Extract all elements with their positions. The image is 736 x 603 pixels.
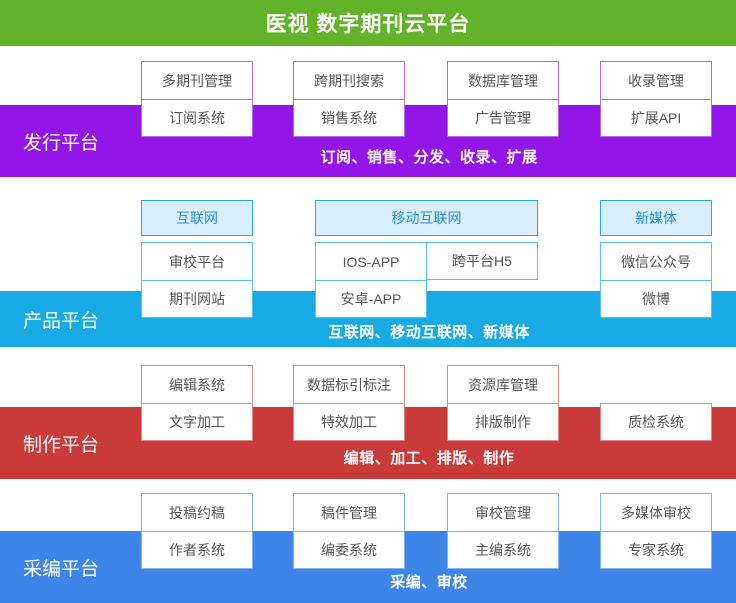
box-item[interactable]: 数据库管理 [447, 61, 559, 99]
section-distribution: 发行平台 订阅、销售、分发、收录、扩展 多期刊管理 订阅系统 跨期刊搜索 销售系… [0, 46, 736, 177]
section-label-editorial: 采编平台 [22, 558, 99, 580]
box-item[interactable]: 审校管理 [447, 493, 559, 531]
section-grid-product: 互联网 审校平台 期刊网站 移动互联网 IOS-APP 安卓-APP 跨平台H5… [0, 181, 736, 347]
section-grid-production: 编辑系统 文字加工 数据标引标注 特效加工 资源库管理 排版制作 质检系统 [0, 351, 736, 479]
box-item[interactable]: 安卓-APP [315, 280, 427, 318]
column-3-items: 跨平台H5 [427, 242, 538, 280]
box-item[interactable]: 特效加工 [293, 403, 405, 441]
box-item[interactable]: 订阅系统 [141, 99, 253, 137]
box-item[interactable]: 资源库管理 [447, 365, 559, 403]
column-1: 编辑系统 文字加工 [141, 365, 253, 441]
column-2-items: IOS-APP 安卓-APP [315, 242, 427, 318]
box-item[interactable]: 微博 [600, 280, 712, 318]
box-item[interactable]: 主编系统 [447, 531, 559, 569]
box-item[interactable]: 跨平台H5 [427, 242, 538, 280]
section-caption-distribution: 订阅、销售、分发、收录、扩展 [320, 149, 538, 166]
column-4: 收录管理 扩展API [600, 61, 712, 137]
section-divider [0, 177, 736, 181]
box-header[interactable]: 互联网 [141, 200, 253, 236]
column-2: 移动互联网 [315, 200, 538, 236]
box-item[interactable]: 审校平台 [141, 242, 253, 280]
box-item[interactable]: 跨期刊搜索 [293, 61, 405, 99]
section-caption-product: 互联网、移动互联网、新媒体 [328, 324, 530, 341]
column-3: 审校管理 主编系统 [447, 493, 559, 569]
box-item[interactable]: 作者系统 [141, 531, 253, 569]
column-2: 跨期刊搜索 销售系统 [293, 61, 405, 137]
column-1: 多期刊管理 订阅系统 [141, 61, 253, 137]
box-item[interactable]: 多期刊管理 [141, 61, 253, 99]
column-3: 资源库管理 排版制作 [447, 365, 559, 441]
box-header[interactable]: 移动互联网 [315, 200, 538, 236]
section-product: 产品平台 互联网、移动互联网、新媒体 互联网 审校平台 期刊网站 移动互联网 I… [0, 181, 736, 347]
column-2: 稿件管理 编委系统 [293, 493, 405, 569]
section-label-production: 制作平台 [22, 434, 99, 456]
box-item[interactable]: 排版制作 [447, 403, 559, 441]
box-item[interactable]: 数据标引标注 [293, 365, 405, 403]
box-item[interactable]: 广告管理 [447, 99, 559, 137]
column-1: 互联网 审校平台 期刊网站 [141, 200, 253, 318]
section-divider [0, 479, 736, 483]
box-item[interactable]: 质检系统 [600, 403, 712, 441]
box-header[interactable]: 新媒体 [600, 200, 712, 236]
column-4: 质检系统 [600, 403, 712, 441]
column-2: 数据标引标注 特效加工 [293, 365, 405, 441]
box-item[interactable]: 编委系统 [293, 531, 405, 569]
box-item[interactable]: 收录管理 [600, 61, 712, 99]
box-item[interactable]: 扩展API [600, 99, 712, 137]
section-grid-distribution: 多期刊管理 订阅系统 跨期刊搜索 销售系统 数据库管理 广告管理 收录管理 扩展… [0, 46, 736, 177]
box-item[interactable]: 稿件管理 [293, 493, 405, 531]
section-production: 制作平台 编辑、加工、排版、制作 编辑系统 文字加工 数据标引标注 特效加工 资… [0, 351, 736, 479]
column-3: 数据库管理 广告管理 [447, 61, 559, 137]
section-editorial: 采编平台 采编、审校 投稿约稿 作者系统 稿件管理 编委系统 审校管理 主编系统… [0, 483, 736, 603]
box-item[interactable]: IOS-APP [315, 242, 427, 280]
section-grid-editorial: 投稿约稿 作者系统 稿件管理 编委系统 审校管理 主编系统 多媒体审校 专家系统 [0, 483, 736, 603]
column-4: 新媒体 微信公众号 微博 [600, 200, 712, 318]
box-item[interactable]: 投稿约稿 [141, 493, 253, 531]
column-1: 投稿约稿 作者系统 [141, 493, 253, 569]
box-item[interactable]: 编辑系统 [141, 365, 253, 403]
section-divider [0, 347, 736, 351]
section-caption-production: 编辑、加工、排版、制作 [343, 450, 515, 467]
box-item[interactable]: 销售系统 [293, 99, 405, 137]
section-label-product: 产品平台 [22, 310, 99, 332]
box-item[interactable]: 期刊网站 [141, 280, 253, 318]
box-item[interactable]: 专家系统 [600, 531, 712, 569]
box-item[interactable]: 文字加工 [141, 403, 253, 441]
page-title: 医视 数字期刊云平台 [265, 13, 471, 36]
box-item[interactable]: 微信公众号 [600, 242, 712, 280]
column-4: 多媒体审校 专家系统 [600, 493, 712, 569]
page-header: 医视 数字期刊云平台 [0, 0, 736, 46]
section-label-distribution: 发行平台 [22, 132, 99, 154]
box-item[interactable]: 多媒体审校 [600, 493, 712, 531]
section-caption-editorial: 采编、审校 [390, 574, 468, 591]
